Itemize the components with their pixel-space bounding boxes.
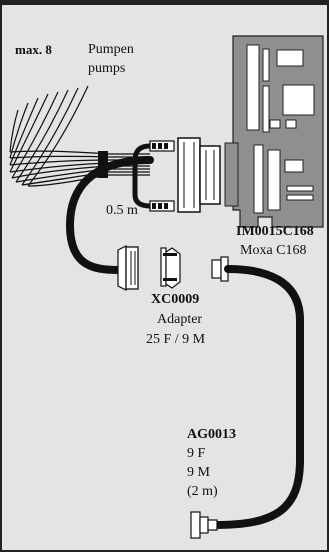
wire-bundle — [9, 150, 150, 187]
ag0013-cable — [211, 265, 304, 529]
adapter-code-label: XC0009 — [151, 292, 200, 307]
cable-male-label: 9 M — [187, 465, 210, 480]
ag0013-connector-bottom — [190, 511, 218, 539]
pump-wires — [9, 85, 89, 187]
max-pumps-label: max. 8 — [15, 42, 52, 57]
card-code-label: IM0015C168 — [236, 224, 314, 239]
moxa-c168-card — [224, 35, 324, 228]
cable-female-label: 9 F — [187, 446, 206, 461]
cable-length-label: 0.5 m — [106, 203, 138, 218]
adapter-word-label: Adapter — [157, 312, 203, 327]
db37-connector — [177, 137, 221, 213]
cable-length-2m-label: (2 m) — [187, 484, 218, 499]
pumps-label-en: pumps — [88, 61, 126, 76]
db25-connector — [117, 245, 139, 291]
xc0009-adapter — [160, 247, 181, 289]
cable-code-label: AG0013 — [187, 427, 236, 442]
pumps-label-de: Pumpen — [88, 42, 134, 57]
adapter-spec-label: 25 F / 9 M — [146, 332, 206, 347]
octopus-cable-loop — [132, 143, 151, 209]
octopus-to-adapter-cable — [65, 156, 154, 274]
octopus-connector-bottom — [149, 200, 175, 212]
octopus-connector-top — [149, 140, 175, 152]
card-name-label: Moxa C168 — [240, 243, 307, 258]
